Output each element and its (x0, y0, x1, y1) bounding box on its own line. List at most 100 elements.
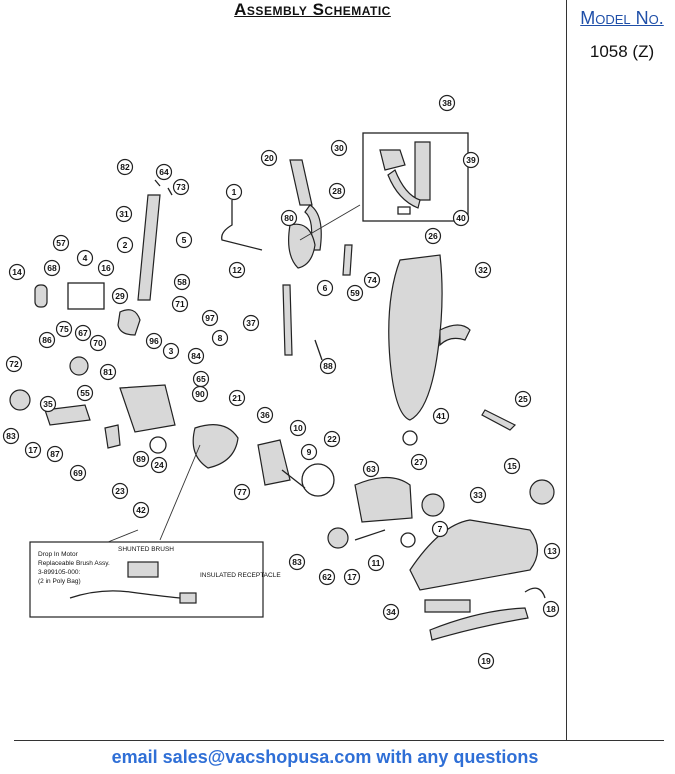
callout-circle (242, 314, 260, 332)
callout-circle (452, 209, 470, 227)
callout-16: 16 (97, 259, 115, 277)
callout-18: 18 (542, 600, 560, 618)
callout-circle (111, 482, 129, 500)
part-82-screw (154, 179, 161, 187)
callout-circle (69, 464, 87, 482)
callout-10: 10 (289, 419, 307, 437)
inset-line-2: Replaceable Brush Assy. (38, 560, 110, 567)
callout-number: 96 (149, 336, 159, 346)
callout-circle (474, 261, 492, 279)
callout-13: 13 (543, 542, 561, 560)
callout-26: 26 (424, 227, 442, 245)
contact-footer[interactable]: email sales@vacshopusa.com with any ques… (111, 747, 539, 767)
callout-circle (145, 332, 163, 350)
callout-number: 29 (115, 291, 125, 301)
callout-number: 84 (191, 351, 201, 361)
callout-70: 70 (89, 334, 107, 352)
part-32-bag-spout (439, 324, 471, 347)
callout-number: 65 (196, 374, 206, 384)
callout-72: 72 (5, 355, 23, 373)
callout-number: 24 (154, 460, 164, 470)
callout-circle (132, 501, 150, 519)
callout-circle (76, 384, 94, 402)
callout-14: 14 (8, 263, 26, 281)
callout-number: 90 (195, 389, 205, 399)
callout-circle (99, 363, 117, 381)
callout-number: 26 (428, 231, 438, 241)
callout-59: 59 (346, 284, 364, 302)
callout-6: 6 (316, 279, 334, 297)
part-37-tube (282, 284, 293, 356)
callout-circle (260, 149, 278, 167)
callout-number: 71 (175, 299, 185, 309)
callout-number: 20 (264, 153, 274, 163)
callout-number: 72 (9, 359, 19, 369)
callout-circle (330, 139, 348, 157)
callout-25: 25 (514, 390, 532, 408)
callout-number: 75 (59, 324, 69, 334)
part-80-handle-base (288, 223, 316, 269)
inset-tag-right: INSULATED RECEPTACLE (200, 572, 281, 579)
callout-63: 63 (362, 460, 380, 478)
callout-number: 3 (169, 346, 174, 356)
callout-5: 5 (175, 231, 193, 249)
part-96-wheel (69, 356, 89, 376)
callout-number: 16 (101, 263, 111, 273)
callout-number: 36 (260, 410, 270, 420)
callout-42: 42 (132, 501, 150, 519)
callout-circle (162, 342, 180, 360)
exploded-parts-diagram: Drop In Motor Replaceable Brush Assy. 3-… (2, 94, 561, 670)
callout-circle (382, 603, 400, 621)
callout-37: 37 (242, 314, 260, 332)
inset-brush-part (127, 561, 159, 578)
callout-number: 6 (323, 283, 328, 293)
callout-circle (211, 329, 229, 347)
callout-circle (155, 163, 173, 181)
inset-tag-top: SHUNTED BRUSH (118, 546, 174, 553)
callout-number: 17 (28, 445, 38, 455)
part-1-cord (221, 200, 263, 251)
callout-35: 35 (39, 395, 57, 413)
callout-circle (410, 453, 428, 471)
callout-39: 39 (462, 151, 480, 169)
callout-number: 89 (136, 454, 146, 464)
callout-12: 12 (228, 261, 246, 279)
handle-detail-box (362, 132, 469, 222)
part-62-wheel (327, 527, 349, 549)
part-13-base-plate (409, 519, 539, 591)
callout-circle (132, 450, 150, 468)
part-7-pulley (421, 493, 445, 517)
callout-number: 35 (43, 399, 53, 409)
part-40-handle (387, 169, 421, 209)
callout-15: 15 (503, 457, 521, 475)
callout-circle (55, 320, 73, 338)
callout-90: 90 (191, 385, 209, 403)
callout-number: 9 (307, 447, 312, 457)
callout-number: 4 (83, 253, 88, 263)
callout-86: 86 (38, 331, 56, 349)
callout-77: 77 (233, 483, 251, 501)
part-18-clip (524, 587, 546, 599)
callout-8: 8 (211, 329, 229, 347)
horizontal-divider (14, 740, 664, 741)
callout-number: 19 (481, 656, 491, 666)
callout-17: 17 (24, 441, 42, 459)
callout-circle (172, 178, 190, 196)
callout-number: 55 (80, 388, 90, 398)
callout-number: 39 (466, 155, 476, 165)
callout-circle (346, 284, 364, 302)
callout-2: 2 (116, 236, 134, 254)
callout-circle (228, 261, 246, 279)
callout-number: 22 (327, 434, 337, 444)
part-10-fan (257, 439, 291, 486)
callout-number: 62 (322, 572, 332, 582)
callout-number: 1 (232, 187, 237, 197)
callout-circle (424, 227, 442, 245)
callout-circle (39, 395, 57, 413)
callout-circle (8, 263, 26, 281)
callout-83: 83 (2, 427, 20, 445)
callout-circle (316, 279, 334, 297)
callout-96: 96 (145, 332, 163, 350)
callout-circle (514, 390, 532, 408)
callout-circle (76, 249, 94, 267)
